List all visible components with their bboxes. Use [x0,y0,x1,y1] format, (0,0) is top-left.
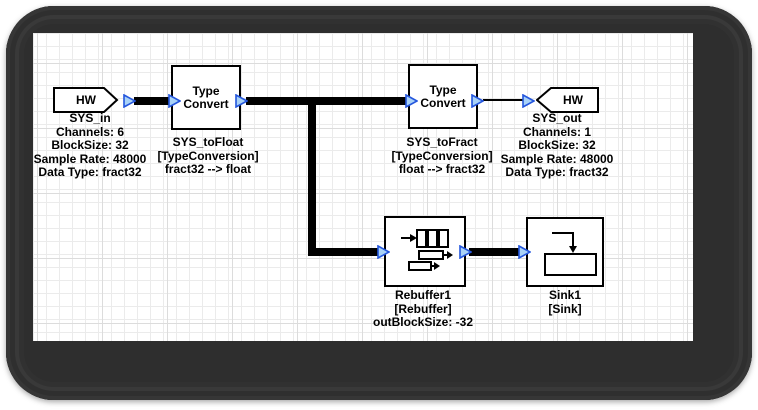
sysout-input-port-icon[interactable] [522,94,535,108]
hw-input-block[interactable]: HW [53,87,119,113]
hw-input-label: HW [76,93,96,107]
sink-input-port-icon[interactable] [518,245,531,259]
hw-output-block[interactable]: HW [536,87,600,113]
diagram-canvas[interactable] [33,33,693,341]
caption-line: [TypeConversion] [391,148,493,163]
wire-branch-vertical[interactable] [308,97,316,256]
caption-line: outBlockSize: -32 [372,315,474,329]
caption-line: [Rebuffer] [394,301,452,316]
sink-block[interactable] [526,217,604,287]
caption-line: [TypeConversion] [157,148,259,163]
caption-line: fract32 --> float [164,162,252,176]
caption-line: BlockSize: 32 [51,138,129,152]
caption-line: SYS_toFloat [172,135,244,149]
type-convert-2-label: Type Convert [420,82,466,110]
tofract-input-port-icon[interactable] [405,94,418,108]
hw-output-label: HW [563,93,583,107]
rebuffer-caption: Rebuffer1 [Rebuffer] outBlockSize: -32 [348,288,498,330]
caption-line: Channels: 6 [55,124,124,139]
tofloat-output-port-icon[interactable] [235,94,248,108]
type-convert-1-block[interactable]: Type Convert [171,65,241,130]
caption-line: SYS_in [69,111,111,125]
rebuffer-icon [401,229,453,271]
hw-output-shape-icon [536,87,599,113]
type-convert-2-block[interactable]: Type Convert [408,64,478,129]
sink-icon [544,232,597,276]
caption-line: BlockSize: 32 [518,138,596,152]
caption-line: Sample Rate: 48000 [33,151,147,166]
hw-input-shape-icon [53,87,119,113]
wire-sysin-to-tofloat[interactable] [134,97,171,105]
tofloat-input-port-icon[interactable] [168,94,181,108]
caption-line: SYS_toFract [406,135,478,149]
caption-line: Data Type: fract32 [505,165,609,179]
caption-line: Rebuffer1 [394,288,451,302]
sys-out-caption: SYS_out Channels: 1 BlockSize: 32 Sample… [487,111,627,180]
caption-line: Channels: 1 [522,124,591,139]
tofract-output-port-icon[interactable] [471,94,484,108]
rebuffer-block[interactable] [384,216,466,287]
caption-line: [Sink] [548,301,582,316]
type-convert-1-label: Type Convert [183,83,229,111]
wire-tofract-to-sysout[interactable] [483,99,523,101]
caption-line: float --> fract32 [398,162,486,176]
sys-in-caption: SYS_in Channels: 6 BlockSize: 32 Sample … [16,111,164,180]
rebuffer-input-port-icon[interactable] [377,245,390,259]
rebuffer-output-port-icon[interactable] [459,245,472,259]
sys-tofloat-caption: SYS_toFloat [TypeConversion] fract32 -->… [138,135,278,177]
sysin-output-port-icon[interactable] [123,94,136,108]
caption-line: Data Type: fract32 [38,165,142,179]
wire-tofloat-to-tofract[interactable] [246,97,408,105]
wire-rebuffer-to-sink[interactable] [469,248,520,256]
sink-caption: Sink1 [Sink] [495,288,635,316]
wire-branch-to-rebuffer[interactable] [308,248,380,256]
caption-line: Sample Rate: 48000 [500,151,614,166]
caption-line: SYS_out [532,111,582,125]
caption-line: Sink1 [548,288,581,302]
sys-tofract-caption: SYS_toFract [TypeConversion] float --> f… [372,135,512,177]
